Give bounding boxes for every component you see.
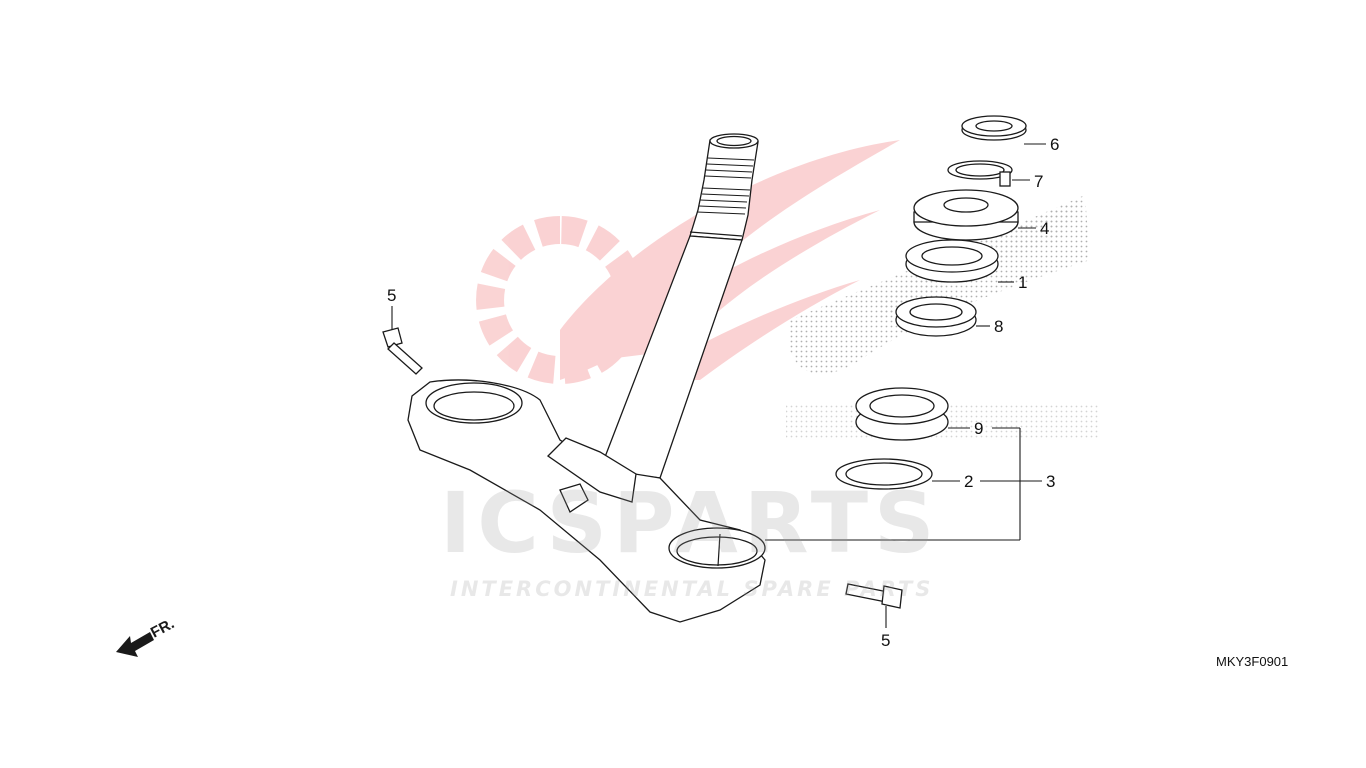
part-label-4: 4: [1040, 219, 1049, 238]
lock-nut: [961, 115, 1027, 141]
part-label-9: 9: [974, 419, 983, 438]
lower-seal: [835, 458, 933, 490]
front-direction-indicator: FR.: [116, 615, 177, 657]
part-label-3: 3: [1046, 472, 1055, 491]
watermark-tagline: INTERCONTINENTAL SPARE PARTS: [450, 577, 933, 601]
lower-triple-clamp: [407, 379, 766, 623]
part-label-5-right: 5: [881, 631, 890, 650]
bolt-right: [845, 583, 903, 609]
part-label-8: 8: [994, 317, 1003, 336]
bolt-left: [382, 327, 423, 375]
upper-bearing: [895, 296, 977, 337]
watermark-brand: ICSPARTS: [440, 474, 941, 572]
leader-lines: [391, 143, 1046, 628]
lower-bearing: [855, 387, 949, 441]
part-label-2: 2: [964, 472, 973, 491]
diagram-code: MKY3F0901: [1216, 654, 1289, 669]
watermark: ICSPARTS INTERCONTINENTAL SPARE PARTS: [440, 474, 941, 601]
part-label-6: 6: [1050, 135, 1059, 154]
dust-seal: [905, 239, 999, 283]
part-label-7: 7: [1034, 172, 1043, 191]
part-label-5-left: 5: [387, 286, 396, 305]
front-arrow-icon: [116, 632, 154, 657]
part-label-1: 1: [1018, 273, 1027, 292]
adjusting-nut: [913, 189, 1019, 241]
steering-stem: [599, 133, 759, 479]
lock-washer: [947, 160, 1013, 187]
